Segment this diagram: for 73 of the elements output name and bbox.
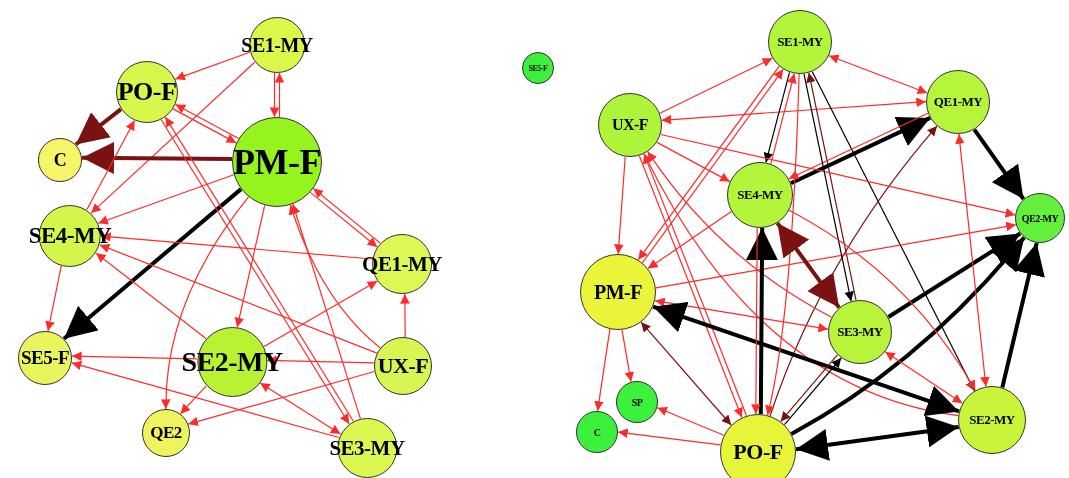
arrow xyxy=(291,203,361,420)
arrow xyxy=(887,231,1022,319)
arrow xyxy=(788,209,976,391)
node-label: PO-F xyxy=(117,77,177,107)
arrow xyxy=(790,236,1026,436)
arrow xyxy=(187,370,375,427)
arrow xyxy=(763,71,791,163)
node-label: QE2-MY xyxy=(1021,212,1059,224)
arrow xyxy=(828,54,928,95)
node-label: PM-F xyxy=(594,280,642,304)
node-label: UX-F xyxy=(377,353,429,379)
node-label: C xyxy=(593,426,601,438)
arrow xyxy=(90,61,256,214)
node-label: SE5-F xyxy=(20,347,70,369)
node-label: SE5-F xyxy=(528,63,548,73)
arrow xyxy=(765,73,800,416)
arrow xyxy=(769,125,938,417)
arrow xyxy=(745,228,778,414)
arrow xyxy=(62,187,243,341)
arrow xyxy=(259,382,341,435)
arrow xyxy=(86,119,136,211)
arrow xyxy=(179,385,207,415)
arrow xyxy=(655,221,1017,289)
node-label: PO-F xyxy=(733,439,783,465)
arrow xyxy=(661,97,927,125)
arrow xyxy=(400,293,410,338)
arrow xyxy=(95,252,207,340)
arrow xyxy=(97,174,235,225)
arrow xyxy=(640,321,732,426)
arrow xyxy=(99,243,378,354)
arrow xyxy=(74,107,123,147)
arrow xyxy=(174,51,251,81)
arrow xyxy=(972,128,1026,201)
arrow xyxy=(617,428,722,446)
node-label: SE2-MY xyxy=(969,412,1015,428)
arrow xyxy=(614,156,626,255)
node-label: UX-F xyxy=(611,116,649,134)
arrow xyxy=(647,210,732,270)
node-label: QE2 xyxy=(150,423,182,443)
arrow xyxy=(955,133,990,388)
arrow xyxy=(81,142,233,174)
node-label: C xyxy=(53,149,67,171)
node-label: PM-F xyxy=(233,141,321,183)
arrow xyxy=(274,72,285,118)
arrow xyxy=(660,133,1016,218)
arrow xyxy=(884,351,963,404)
arrow xyxy=(751,227,761,415)
node-label: SP xyxy=(631,396,643,408)
arrow xyxy=(45,265,62,332)
node-label: QE1-MY xyxy=(933,94,983,110)
arrow xyxy=(263,280,378,348)
node-label: SE3-MY xyxy=(837,324,883,340)
node-label: SE1-MY xyxy=(777,34,823,50)
node-label: SE4-MY xyxy=(737,187,783,203)
arrow xyxy=(811,71,975,392)
arrow xyxy=(656,141,731,183)
arrow xyxy=(71,360,340,439)
arrow xyxy=(1000,242,1045,388)
arrow xyxy=(656,406,725,436)
arrow xyxy=(770,73,797,165)
arrow xyxy=(594,328,611,412)
arrow xyxy=(659,57,773,114)
arrow xyxy=(775,221,841,309)
arrow xyxy=(234,204,266,328)
arrow xyxy=(288,204,381,349)
arrow xyxy=(654,297,829,333)
arrow xyxy=(652,301,960,417)
arrow xyxy=(71,351,198,362)
arrow xyxy=(647,151,833,318)
arrow xyxy=(795,415,959,461)
arrow xyxy=(161,196,250,410)
arrow xyxy=(269,72,280,118)
arrow xyxy=(621,329,635,383)
